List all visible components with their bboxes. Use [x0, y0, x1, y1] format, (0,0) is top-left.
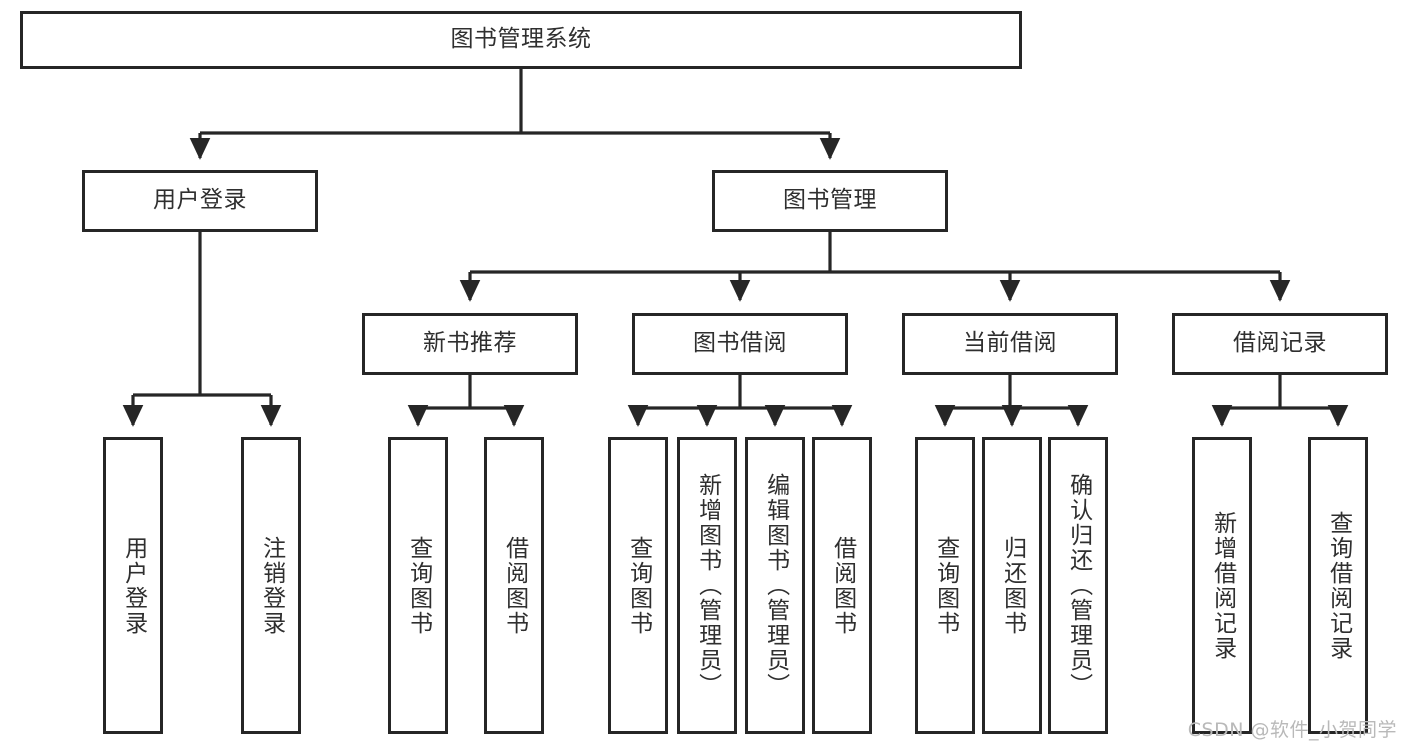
- leaf-book-borrow-query[interactable]: 查询图书: [608, 437, 668, 734]
- leaf-book-borrow-edit-label: 编辑图书（管理员）: [762, 473, 789, 698]
- leaf-user-login-logout-label: 注销登录: [258, 535, 285, 636]
- leaf-book-borrow-borrow[interactable]: 借阅图书: [812, 437, 872, 734]
- leaf-book-borrow-add-label: 新增图书（管理员）: [694, 473, 721, 698]
- leaf-borrow-record-query-label: 查询借阅记录: [1325, 510, 1352, 661]
- node-book-management-label: 图书管理: [783, 187, 877, 214]
- leaf-current-borrow-confirm-return-label: 确认归还（管理员）: [1065, 473, 1092, 698]
- node-root-label: 图书管理系统: [450, 26, 592, 53]
- node-book-borrow-label: 图书借阅: [693, 330, 787, 357]
- leaf-borrow-record-add[interactable]: 新增借阅记录: [1192, 437, 1252, 734]
- leaf-user-login-logout[interactable]: 注销登录: [241, 437, 301, 734]
- leaf-current-borrow-return-label: 归还图书: [999, 535, 1026, 636]
- leaf-current-borrow-confirm-return[interactable]: 确认归还（管理员）: [1048, 437, 1108, 734]
- leaf-book-borrow-add[interactable]: 新增图书（管理员）: [677, 437, 737, 734]
- leaf-book-borrow-borrow-label: 借阅图书: [829, 535, 856, 636]
- node-current-borrow[interactable]: 当前借阅: [902, 313, 1118, 375]
- leaf-new-book-query[interactable]: 查询图书: [388, 437, 448, 734]
- leaf-book-borrow-edit[interactable]: 编辑图书（管理员）: [745, 437, 805, 734]
- leaf-current-borrow-query[interactable]: 查询图书: [915, 437, 975, 734]
- leaf-user-login-login-label: 用户登录: [120, 535, 147, 636]
- leaf-borrow-record-query[interactable]: 查询借阅记录: [1308, 437, 1368, 734]
- node-book-borrow[interactable]: 图书借阅: [632, 313, 848, 375]
- leaf-current-borrow-return[interactable]: 归还图书: [982, 437, 1042, 734]
- leaf-new-book-query-label: 查询图书: [405, 535, 432, 636]
- node-root-book-management-system[interactable]: 图书管理系统: [20, 11, 1022, 69]
- node-user-login[interactable]: 用户登录: [82, 170, 318, 232]
- node-user-login-label: 用户登录: [153, 187, 247, 214]
- csdn-watermark: CSDN @软件_小贺同学: [1187, 719, 1397, 741]
- leaf-new-book-borrow-label: 借阅图书: [501, 535, 528, 636]
- node-book-management[interactable]: 图书管理: [712, 170, 948, 232]
- node-borrow-record-label: 借阅记录: [1233, 330, 1327, 357]
- leaf-book-borrow-query-label: 查询图书: [625, 535, 652, 636]
- node-new-book-recommend[interactable]: 新书推荐: [362, 313, 578, 375]
- leaf-borrow-record-add-label: 新增借阅记录: [1209, 510, 1236, 661]
- node-current-borrow-label: 当前借阅: [963, 330, 1057, 357]
- leaf-user-login-login[interactable]: 用户登录: [103, 437, 163, 734]
- node-new-book-recommend-label: 新书推荐: [423, 330, 517, 357]
- leaf-current-borrow-query-label: 查询图书: [932, 535, 959, 636]
- leaf-new-book-borrow[interactable]: 借阅图书: [484, 437, 544, 734]
- node-borrow-record[interactable]: 借阅记录: [1172, 313, 1388, 375]
